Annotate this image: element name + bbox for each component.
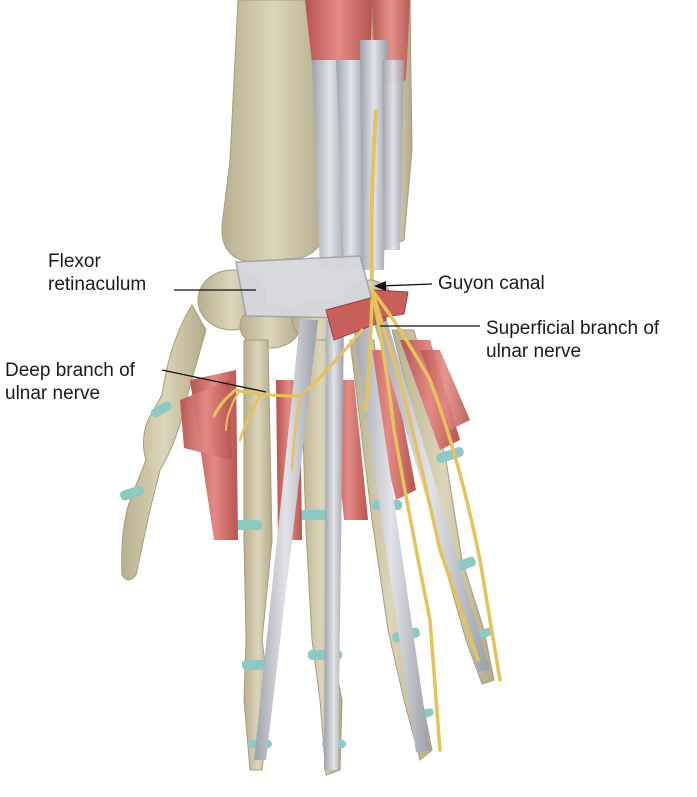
label-superficial-branch-line1: Superficial branch of bbox=[486, 318, 660, 339]
label-deep-branch: Deep branch of ulnar nerve bbox=[5, 359, 135, 405]
label-superficial-branch: Superficial branch of ulnar nerve bbox=[486, 317, 659, 363]
label-flexor-retinaculum-line1: Flexor bbox=[48, 251, 101, 272]
ulnar-nerve bbox=[369, 109, 378, 286]
label-guyon-canal: Guyon canal bbox=[438, 273, 545, 294]
label-superficial-branch-line2: ulnar nerve bbox=[486, 341, 582, 362]
nerve-branches bbox=[212, 288, 502, 752]
label-deep-branch-line2: ulnar nerve bbox=[5, 383, 101, 404]
label-flexor-retinaculum: Flexor retinaculum bbox=[48, 250, 146, 296]
arrowhead-guyon-canal bbox=[374, 281, 386, 291]
thumb-bones bbox=[120, 304, 207, 581]
label-flexor-retinaculum-line2: retinaculum bbox=[48, 274, 147, 295]
label-deep-branch-line1: Deep branch of bbox=[5, 360, 135, 381]
leader-lines bbox=[161, 281, 480, 393]
leader-guyon-canal bbox=[379, 283, 433, 287]
hand-tendons bbox=[254, 310, 490, 770]
forearm-tendons bbox=[312, 40, 404, 270]
leader-deep-branch bbox=[161, 369, 267, 393]
